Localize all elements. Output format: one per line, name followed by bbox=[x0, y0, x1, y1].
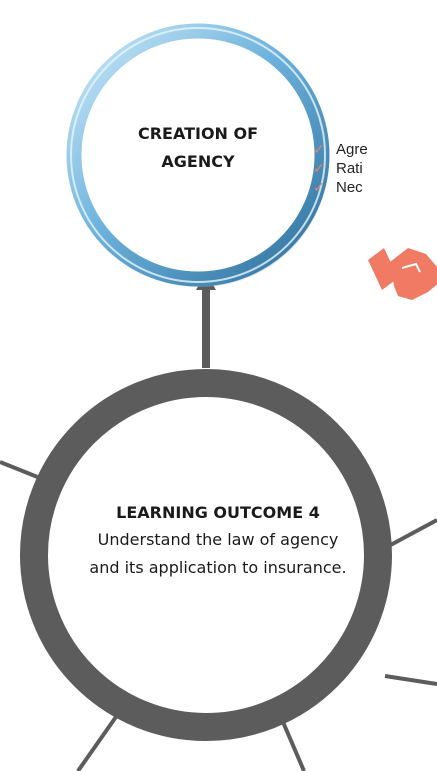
handshake-icon bbox=[368, 248, 437, 300]
bullet-item: ✓ Rati bbox=[313, 159, 437, 178]
spoke-bottom-left bbox=[76, 712, 120, 771]
bullet-item: ✓ Agre bbox=[313, 140, 437, 159]
connector-line bbox=[202, 288, 210, 368]
bullet-text: Nec bbox=[336, 179, 363, 196]
spoke-right-lower bbox=[384, 674, 437, 686]
check-icon: ✓ bbox=[313, 179, 325, 195]
creation-ring-highlight bbox=[70, 27, 326, 283]
creation-ring bbox=[66, 23, 330, 287]
spoke-bottom-right bbox=[281, 721, 306, 771]
creation-line-1: CREATION OF bbox=[137, 124, 259, 143]
outcome-description: Understand the law of agency and its app… bbox=[89, 530, 347, 577]
spoke-left bbox=[0, 460, 41, 480]
outcome-title: LEARNING OUTCOME 4 bbox=[116, 503, 320, 522]
bullet-text: Agre bbox=[336, 141, 368, 158]
creation-of-agency-label: CREATION OF AGENCY bbox=[110, 120, 286, 176]
outcome-circle bbox=[20, 369, 392, 741]
learning-outcome-block: LEARNING OUTCOME 4 Understand the law of… bbox=[68, 499, 368, 582]
bullet-text: Rati bbox=[336, 160, 363, 177]
spoke-right-upper bbox=[384, 518, 437, 550]
creation-line-2: AGENCY bbox=[161, 152, 235, 171]
bullet-list: ✓ Agre ✓ Rati ✓ Nec bbox=[313, 140, 437, 197]
bullet-item: ✓ Nec bbox=[313, 178, 437, 197]
check-icon: ✓ bbox=[313, 160, 325, 176]
check-icon: ✓ bbox=[313, 141, 325, 157]
